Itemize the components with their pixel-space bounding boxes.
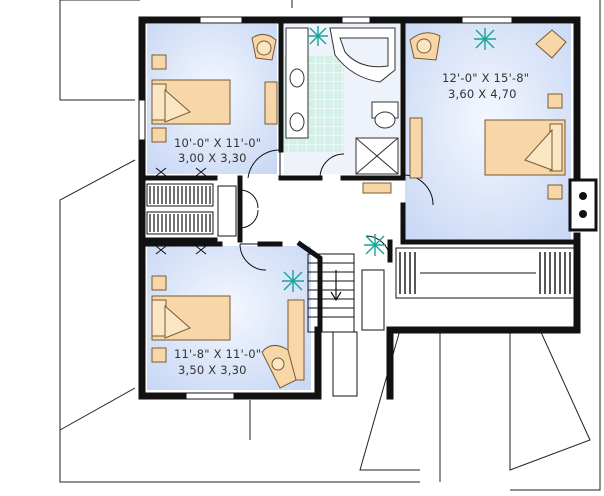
bedroom-2-furniture <box>151 34 278 143</box>
master-bedroom-metric: 3,60 X 4,70 <box>448 87 517 101</box>
side-table <box>535 29 567 59</box>
master-bedroom-dimensions: 12'-0" X 15'-8" <box>442 71 529 85</box>
room-labels: 10'-0" X 11'-0" 3,00 X 3,30 12'-0" X 15'… <box>174 71 529 377</box>
nightstand <box>151 54 167 70</box>
nightstand <box>547 184 563 200</box>
plant-icon <box>364 234 386 256</box>
toilet <box>374 111 396 129</box>
sink-upper <box>289 68 305 88</box>
door-swings <box>155 149 434 271</box>
roof-outline <box>59 0 601 491</box>
dresser <box>409 117 423 179</box>
bedroom-3-metric: 3,50 X 3,30 <box>178 363 247 377</box>
windows <box>138 16 513 400</box>
chimney <box>568 178 598 232</box>
plants <box>282 26 496 292</box>
plant-icon <box>308 26 328 46</box>
bedroom-2-metric: 3,00 X 3,30 <box>178 151 247 165</box>
bedroom-3-dimensions: 11'-8" X 11'-0" <box>174 347 261 361</box>
plant-icon <box>282 270 304 292</box>
sink-lower <box>289 112 305 132</box>
bedroom-2-dimensions: 10'-0" X 11'-0" <box>174 136 261 150</box>
bedroom-3-furniture <box>151 275 305 389</box>
nightstand <box>151 347 167 363</box>
closets <box>146 183 575 299</box>
nightstand <box>151 127 167 143</box>
nightstand <box>547 93 563 109</box>
dresser <box>264 81 278 125</box>
nightstand <box>151 275 167 291</box>
bathroom-fixtures <box>285 27 399 194</box>
plant-icon <box>474 28 496 50</box>
stairs <box>217 185 385 397</box>
master-furniture <box>409 29 567 200</box>
